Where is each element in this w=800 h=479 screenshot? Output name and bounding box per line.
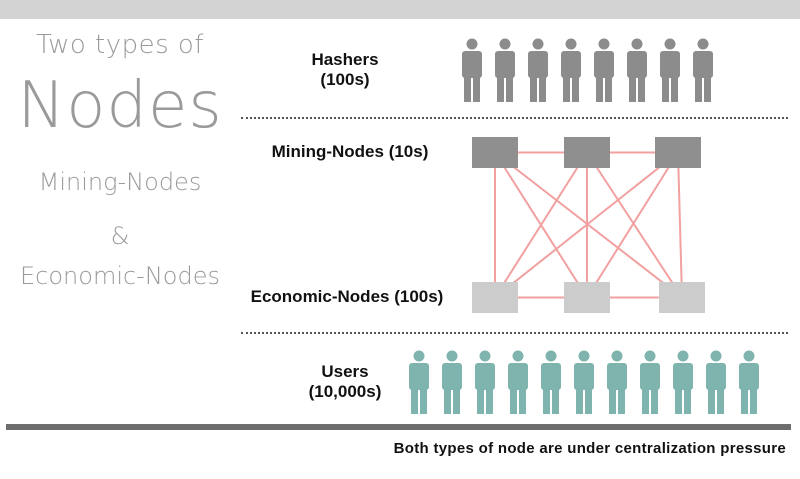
node-connection-line: [494, 151, 588, 299]
user-person-icon: [739, 350, 759, 414]
user-person-icon: [574, 350, 594, 414]
user-person-icon: [541, 350, 561, 414]
hashers-group: [462, 38, 713, 102]
economic-node-box: [472, 282, 518, 313]
hasher-person-icon: [660, 38, 680, 102]
user-person-icon: [706, 350, 726, 414]
top-bar: [0, 0, 800, 19]
hashers-label: Hashers (100s): [290, 50, 400, 90]
users-label: Users (10,000s): [290, 362, 400, 402]
divider-economic-users: [241, 332, 788, 334]
user-person-icon: [442, 350, 462, 414]
divider-hashers-mining: [241, 117, 788, 119]
users-label-count: (10,000s): [308, 382, 382, 401]
heading-mining-nodes: Mining-Nodes: [38, 168, 202, 196]
users-group: [409, 350, 759, 414]
user-person-icon: [508, 350, 528, 414]
node-connection-line: [586, 151, 683, 299]
hasher-person-icon: [627, 38, 647, 102]
heading-title: Nodes: [17, 69, 223, 143]
user-person-icon: [475, 350, 495, 414]
hasher-person-icon: [528, 38, 548, 102]
node-connection-line: [586, 151, 679, 299]
mining-nodes-label: Mining-Nodes (10s): [271, 142, 429, 161]
economic-nodes-group: [472, 282, 705, 313]
economic-node-box: [564, 282, 610, 313]
hasher-person-icon: [462, 38, 482, 102]
hasher-person-icon: [495, 38, 515, 102]
user-person-icon: [673, 350, 693, 414]
hasher-person-icon: [693, 38, 713, 102]
mining-node-box: [655, 137, 701, 168]
economic-node-box: [659, 282, 705, 313]
node-connection-line: [677, 152, 683, 298]
mining-node-box: [564, 137, 610, 168]
users-label-name: Users: [321, 362, 369, 381]
heading-subtitle: Two types of: [36, 30, 204, 60]
hasher-person-icon: [561, 38, 581, 102]
node-connection-line: [494, 151, 683, 299]
user-person-icon: [640, 350, 660, 414]
footnote: Both types of node are under centralizat…: [393, 440, 786, 457]
bottom-bar: [6, 424, 791, 430]
heading-ampersand: &: [110, 222, 130, 250]
hasher-person-icon: [594, 38, 614, 102]
heading-economic-nodes: Economic-Nodes: [20, 262, 220, 290]
economic-nodes-label: Economic-Nodes (100s): [250, 287, 444, 306]
hashers-label-name: Hashers: [311, 50, 379, 69]
node-connection-line: [494, 151, 679, 299]
mining-node-box: [472, 137, 518, 168]
mining-nodes-group: [472, 137, 701, 168]
user-person-icon: [607, 350, 627, 414]
hashers-label-count: (100s): [320, 70, 370, 89]
connections-group: [494, 151, 683, 299]
user-person-icon: [409, 350, 429, 414]
